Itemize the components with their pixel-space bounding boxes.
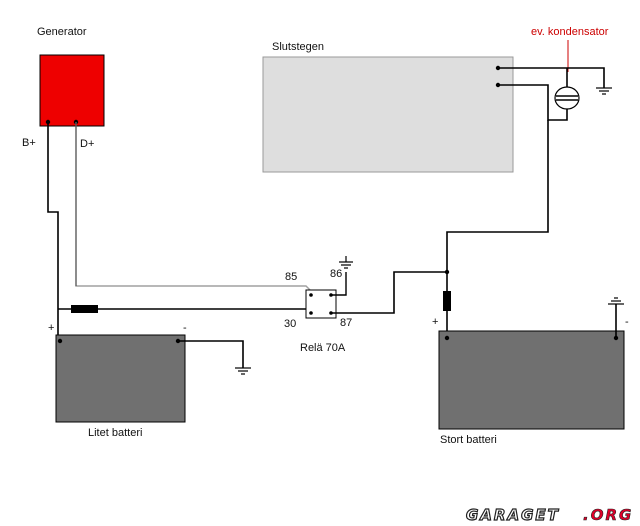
- amp-to-big-battery-wire: [446, 120, 549, 272]
- small-battery-ground-wire: [178, 340, 244, 368]
- relay-87-wire: [331, 271, 447, 314]
- generator-label: Generator: [37, 26, 87, 38]
- svg-text:GARAGET: GARAGET: [466, 506, 560, 524]
- relay-pin-85: 85: [285, 271, 297, 283]
- small-battery-minus: -: [183, 322, 187, 334]
- relay-pin-87: 87: [340, 317, 352, 329]
- kondensator-symbol: [554, 86, 580, 110]
- fuse-big: [443, 291, 451, 311]
- d-plus-label: D+: [80, 138, 94, 150]
- amplifier-box: [262, 56, 514, 173]
- relay-86-ground-wire: [331, 272, 347, 296]
- relay-label: Relä 70A: [300, 342, 346, 354]
- kondensator-label: ev. kondensator: [531, 26, 609, 38]
- big-battery-box: [438, 330, 625, 430]
- relay-pin-86: 86: [330, 268, 342, 280]
- garaget-watermark: GARAGET .ORG: [465, 505, 633, 524]
- generator-box: [39, 54, 105, 127]
- big-battery-label: Stort batteri: [440, 434, 497, 446]
- small-battery-ground-icon: [235, 367, 251, 375]
- small-battery-label: Litet batteri: [88, 427, 142, 439]
- small-battery-plus: +: [48, 322, 54, 334]
- b-plus-label: B+: [22, 137, 36, 149]
- svg-text:.ORG: .ORG: [583, 506, 633, 524]
- amp-ground-wire: [498, 67, 605, 88]
- b-plus-wire: [47, 122, 59, 338]
- big-battery-plus: +: [432, 316, 438, 328]
- big-battery-minus: -: [625, 316, 629, 328]
- big-battery-ground-icon: [608, 297, 624, 305]
- amplifier-label: Slutstegen: [272, 41, 324, 53]
- relay-ground-icon: [339, 256, 353, 269]
- small-battery-box: [55, 334, 186, 423]
- amp-ground-icon: [596, 87, 612, 95]
- relay-pin-30: 30: [284, 318, 296, 330]
- fuse-small: [71, 305, 98, 313]
